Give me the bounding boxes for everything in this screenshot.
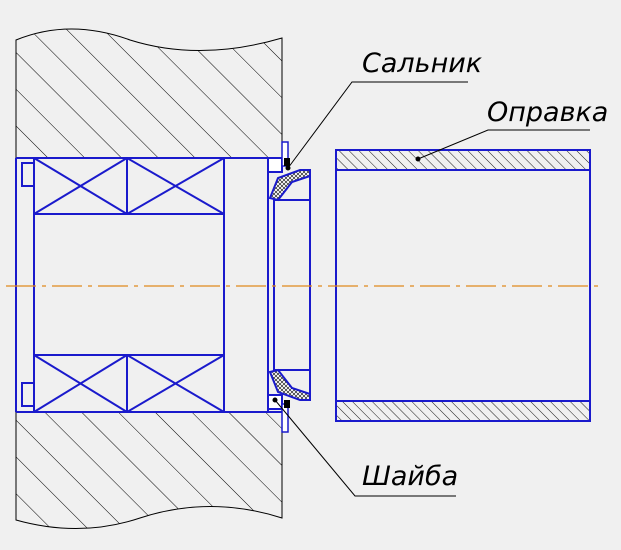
bore-outline bbox=[15, 157, 269, 413]
mandrel bbox=[335, 149, 591, 422]
housing-top bbox=[15, 28, 283, 159]
label-seal: Сальник bbox=[362, 48, 483, 79]
housing-bottom bbox=[15, 411, 283, 529]
leader-mandrel bbox=[415, 129, 590, 162]
label-washer: Шайба bbox=[362, 461, 458, 492]
seal-ring bbox=[273, 170, 311, 400]
bearing-bottom bbox=[33, 354, 225, 413]
label-mandrel: Оправка bbox=[487, 97, 608, 128]
leader-washer bbox=[272, 397, 456, 497]
bearing-top bbox=[33, 157, 225, 215]
leader-seal bbox=[285, 81, 468, 171]
